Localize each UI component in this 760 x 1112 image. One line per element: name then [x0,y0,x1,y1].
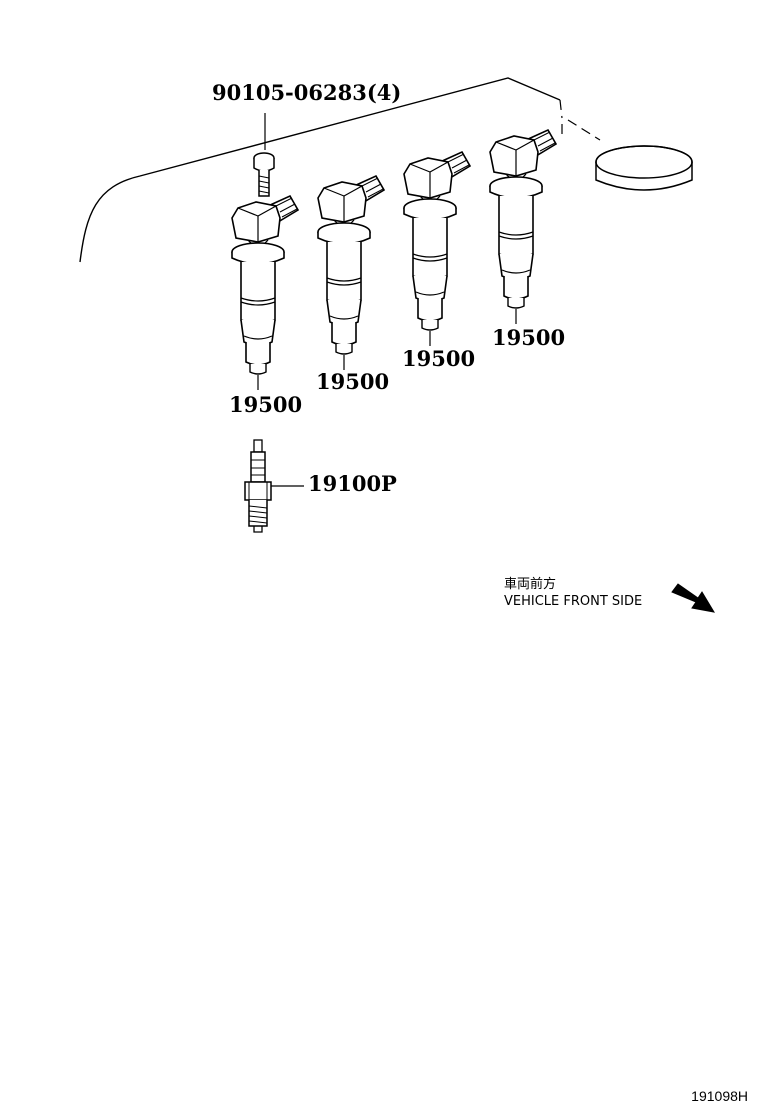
coil-label-3: 19500 [402,346,476,371]
spark-plug [244,439,304,533]
ignition-coil-3 [403,151,471,347]
ignition-coil-2 [317,175,385,371]
bolt-label: 90105-06283(4) [212,80,402,105]
spark-plug-label: 19100P [308,471,397,496]
coil-label-4: 19500 [492,325,566,350]
front-direction-arrow-icon [671,583,715,613]
reference-code: 191098H [691,1088,748,1104]
vehicle-front-note: 車両前方 VEHICLE FRONT SIDE [504,576,642,610]
cover-outline [79,77,561,263]
oil-cap [595,145,693,191]
ignition-coil-4 [489,129,557,325]
vehicle-front-note-japanese: 車両前方 [504,577,557,592]
coil-label-1: 19500 [229,392,303,417]
vehicle-front-note-english: VEHICLE FRONT SIDE [504,594,643,609]
bolt [253,113,275,197]
coil-label-2: 19500 [316,369,390,394]
cover-outline-dash [559,99,601,141]
ignition-coil-1 [231,195,299,391]
